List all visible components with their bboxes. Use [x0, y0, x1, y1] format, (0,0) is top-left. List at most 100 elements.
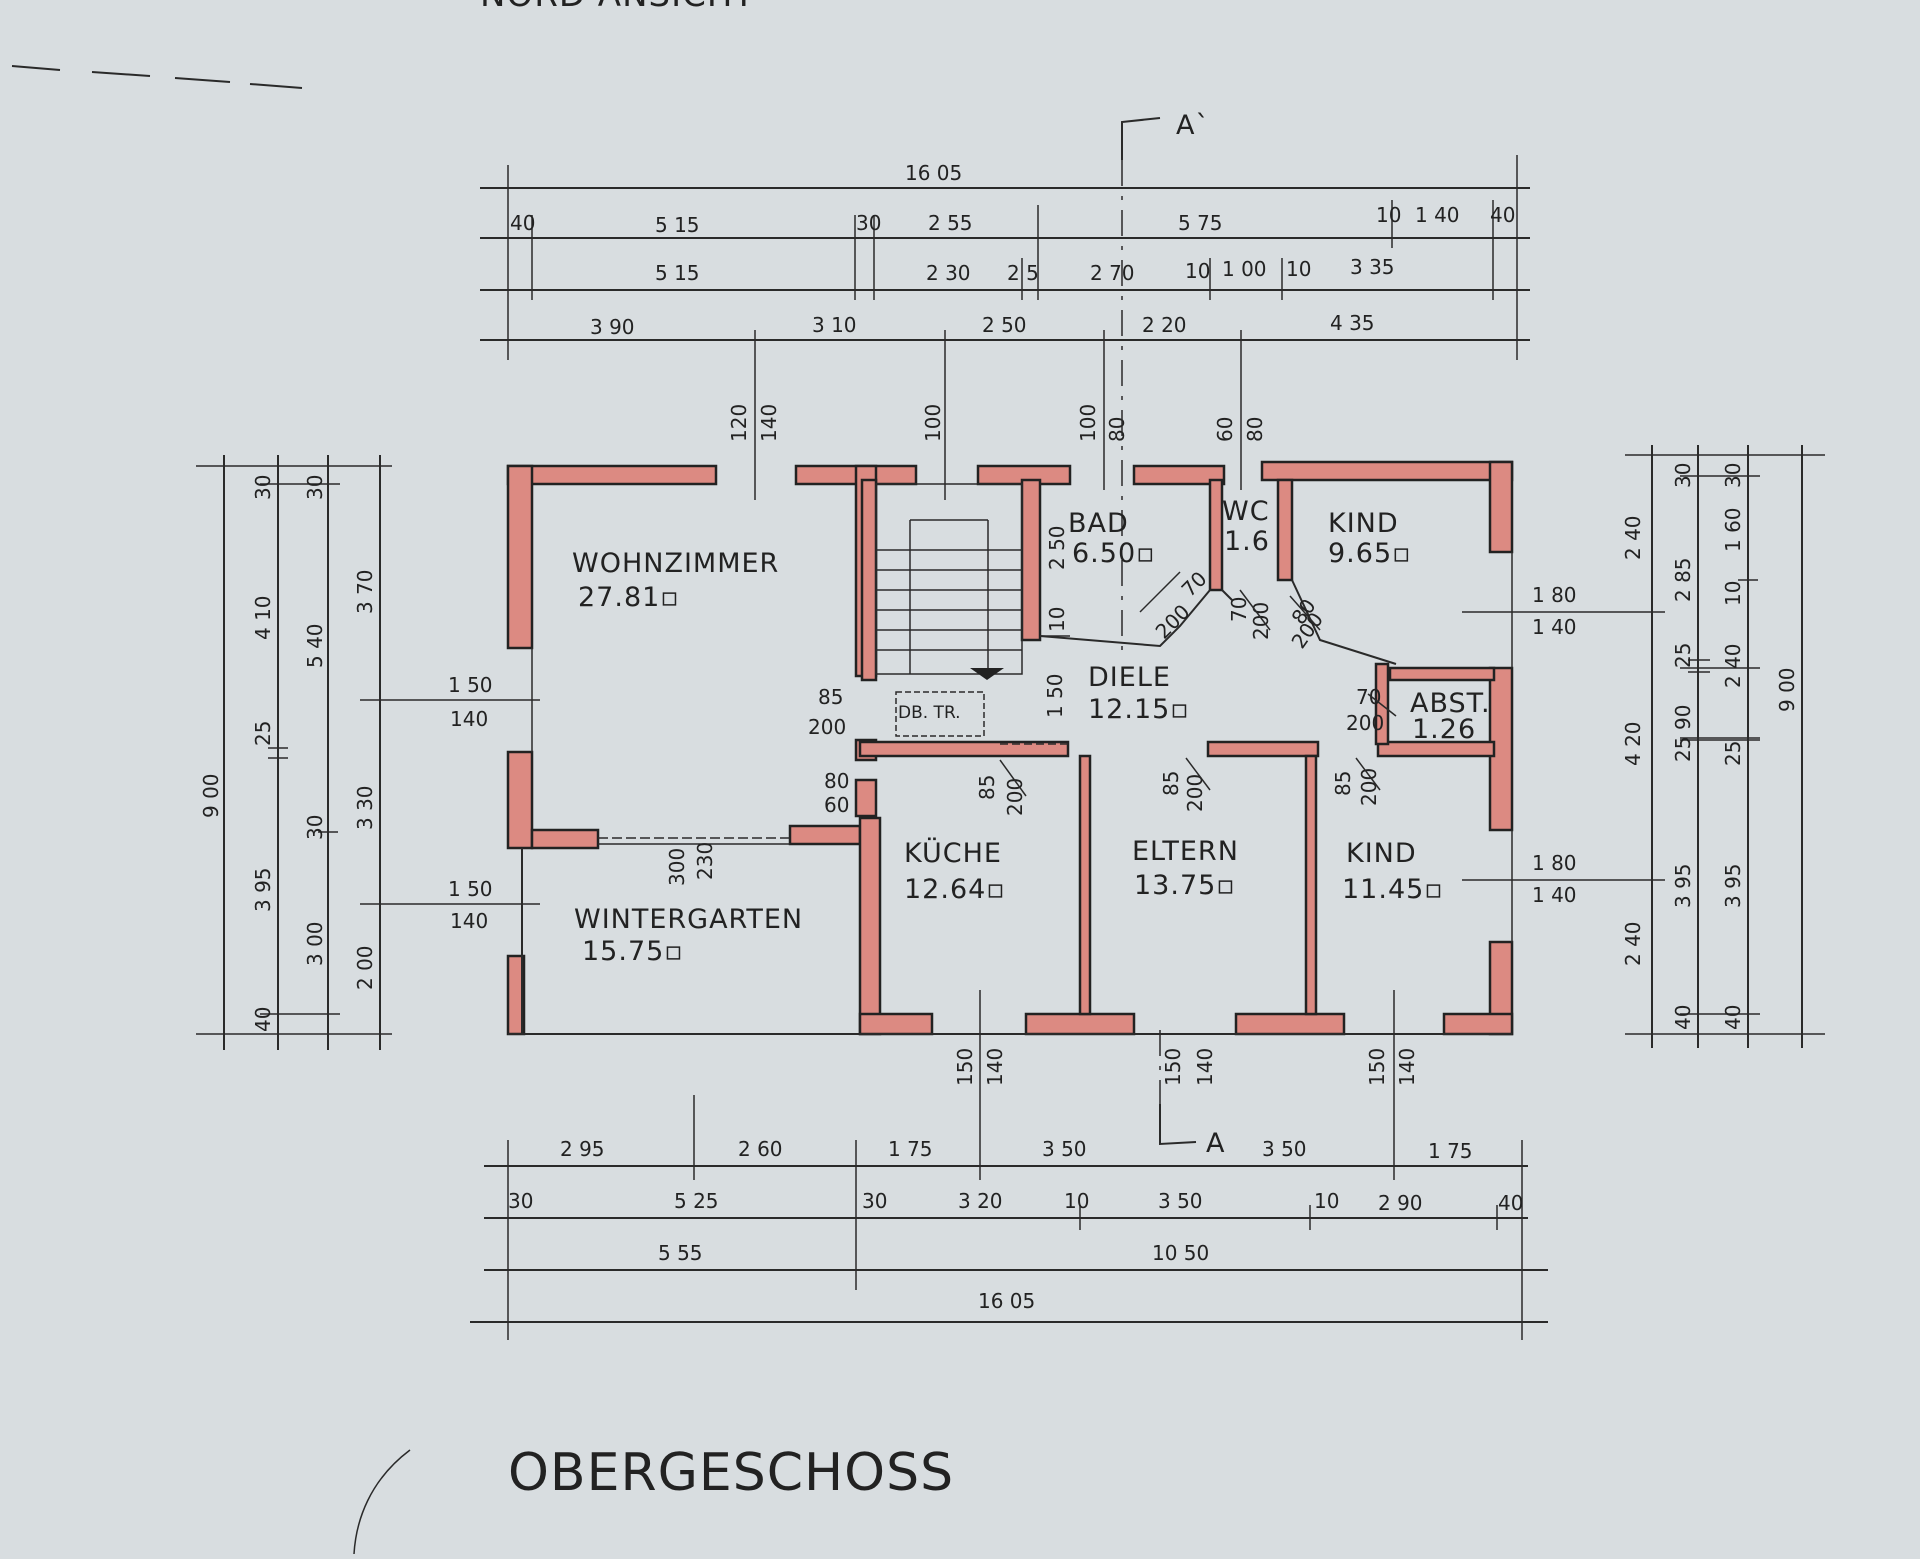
dim-label: 2 50: [982, 313, 1027, 337]
dim-label: 85: [1159, 771, 1183, 796]
room-area-eltern: 13.75▫: [1134, 870, 1236, 901]
dim-label: 1 50: [448, 673, 493, 697]
walls: [506, 460, 1514, 1036]
dim-label: 40: [1498, 1191, 1523, 1215]
dim-label: 25: [1671, 737, 1695, 762]
dim-label: 60: [1213, 417, 1237, 442]
dim-label: 200: [1003, 778, 1027, 816]
room-name-wohnzimmer: WOHNZIMMER: [572, 548, 779, 579]
dim-label: 40: [510, 211, 535, 235]
dim-label: 10: [1185, 259, 1210, 283]
dim-label: 1 60: [1721, 507, 1745, 552]
dim-label: 1 80: [1532, 851, 1577, 875]
dim-label: 80: [1105, 417, 1129, 442]
room-area-diele: 12.15▫: [1088, 694, 1190, 725]
dim-label: 70: [1177, 567, 1212, 602]
room-name-eltern: ELTERN: [1132, 836, 1239, 867]
dim-label: 10: [1376, 203, 1401, 227]
door-swings: [999, 571, 1397, 797]
section-label-top: A`: [1176, 110, 1210, 141]
db-tr-box: DB. TR.: [895, 691, 985, 737]
bottom-dimension-chains: [470, 990, 1548, 1340]
room-area-kueche: 12.64▫: [904, 874, 1006, 905]
dim-label: 140: [757, 404, 781, 442]
dim-label: 2 5: [1007, 261, 1039, 285]
dim-label: 3 20: [958, 1189, 1003, 1213]
room-area-abst: 1.26: [1412, 714, 1476, 745]
dim-label: 4 35: [1330, 311, 1375, 335]
dim-label: 85: [1331, 771, 1355, 796]
dim-label: 30: [1721, 463, 1745, 488]
left-dimension-chains: [196, 455, 540, 1050]
dim-label: 30: [856, 211, 881, 235]
dim-label: 3 10: [812, 313, 857, 337]
dim-label: 1 40: [1532, 615, 1577, 639]
dim-label: 2 30: [926, 261, 971, 285]
dim-label: 1 75: [1428, 1139, 1473, 1163]
room-area-wc: 1.6: [1224, 526, 1270, 557]
plan-outline: [508, 552, 1513, 1035]
dim-label: 5 15: [655, 261, 700, 285]
top-dimension-text: 16 05 40 5 15 30 2 55 5 75 10 1 40 40 5 …: [510, 161, 1515, 339]
dim-label: 30: [1671, 463, 1695, 488]
dim-label: 70: [1227, 597, 1251, 622]
dim-label: 120: [727, 404, 751, 442]
dim-label: 5 15: [655, 213, 700, 237]
dim-label: 30: [303, 475, 327, 500]
room-area-kind-1: 9.65▫: [1328, 538, 1411, 569]
dim-label: 2 90: [1378, 1191, 1423, 1215]
header-fragment: NORD ANSICHT: [480, 0, 755, 15]
dim-label: 2 70: [1090, 261, 1135, 285]
right-dimension-chains: [1462, 445, 1825, 1048]
dim-label: 30: [508, 1189, 533, 1213]
db-tr-label: DB. TR.: [898, 703, 961, 723]
dashed-line: [11, 65, 303, 89]
dim-label: 150: [953, 1048, 977, 1086]
dim-label: 1 50: [1043, 673, 1067, 718]
dim-label: 40: [1721, 1005, 1745, 1030]
dim-label: 30: [303, 815, 327, 840]
dim-label: 3 50: [1042, 1137, 1087, 1161]
section-marker-top: A`: [1121, 110, 1210, 650]
section-marker-bottom: A: [1159, 1030, 1225, 1159]
dim-label: 2 40: [1621, 921, 1645, 966]
dim-label: 140: [1193, 1048, 1217, 1086]
dim-label: 300: [665, 848, 689, 886]
room-area-bad: 6.50▫: [1072, 538, 1155, 569]
dim-label: 230: [693, 842, 717, 880]
dim-label: 90: [1671, 705, 1695, 730]
dim-label: 140: [450, 909, 488, 933]
dim-label: 5 75: [1178, 211, 1223, 235]
dim-label: 10: [1286, 257, 1311, 281]
dim-label: 150: [1161, 1048, 1185, 1086]
dim-label: 2 40: [1721, 643, 1745, 688]
room-area-wohnzimmer: 27.81▫: [578, 582, 680, 613]
dim-label: 2 50: [1045, 525, 1069, 570]
dim-label: 1 40: [1415, 203, 1460, 227]
dim-label: 5 25: [674, 1189, 719, 1213]
dim-label: 3 70: [353, 569, 377, 614]
dim-label: 200: [1183, 774, 1207, 812]
dim-label: 9 00: [1775, 667, 1799, 712]
room-area-kind-2: 11.45▫: [1342, 874, 1444, 905]
dim-label: 3 95: [1721, 863, 1745, 908]
dim-label: 80: [824, 769, 849, 793]
section-label-bottom: A: [1206, 1128, 1225, 1159]
dim-label: 1 75: [888, 1137, 933, 1161]
dim-label: 200: [808, 715, 846, 739]
dim-label: 3 90: [590, 315, 635, 339]
dim-label: 9 00: [199, 773, 223, 818]
dim-label: 100: [1076, 404, 1100, 442]
dim-label: 200: [1346, 711, 1384, 735]
dim-label: 25: [1721, 741, 1745, 766]
dim-label: 3 95: [251, 867, 275, 912]
room-name-kind-2: KIND: [1346, 838, 1417, 869]
top-dimension-chains: [480, 155, 1530, 500]
bottom-dimension-text: 2 95 2 60 1 75 3 50 3 50 1 75 30 5 25 30…: [508, 1048, 1523, 1313]
room-name-bad: BAD: [1068, 508, 1129, 539]
dim-bottom-total: 16 05: [978, 1289, 1035, 1313]
dim-label: 10: [1721, 581, 1745, 606]
dim-label: 2 20: [1142, 313, 1187, 337]
dim-label: 2 85: [1671, 557, 1695, 602]
dim-label: 200: [1151, 600, 1195, 644]
